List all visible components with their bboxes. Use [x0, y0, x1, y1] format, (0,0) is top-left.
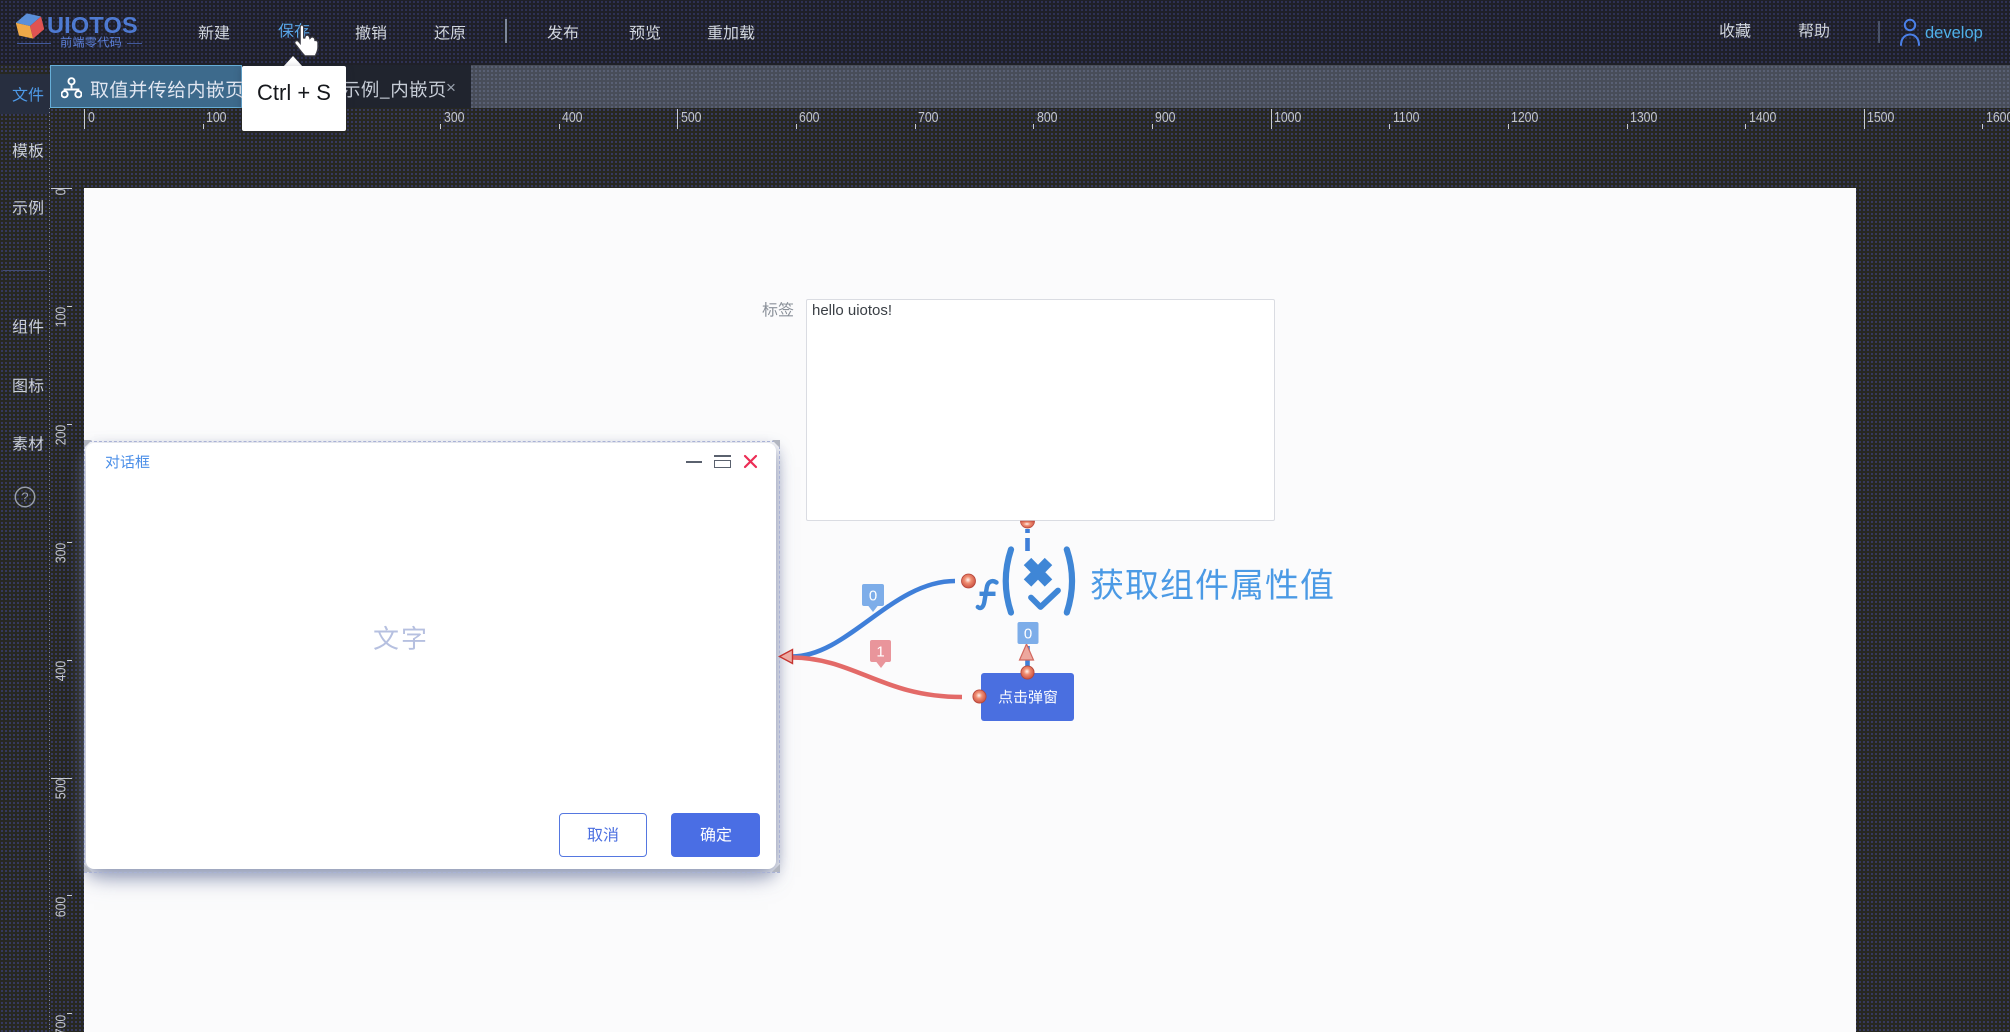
svg-text:0: 0: [869, 588, 877, 605]
svg-text:1: 1: [876, 644, 884, 661]
svg-text:0: 0: [1024, 626, 1032, 643]
svg-text:?: ?: [21, 489, 28, 504]
